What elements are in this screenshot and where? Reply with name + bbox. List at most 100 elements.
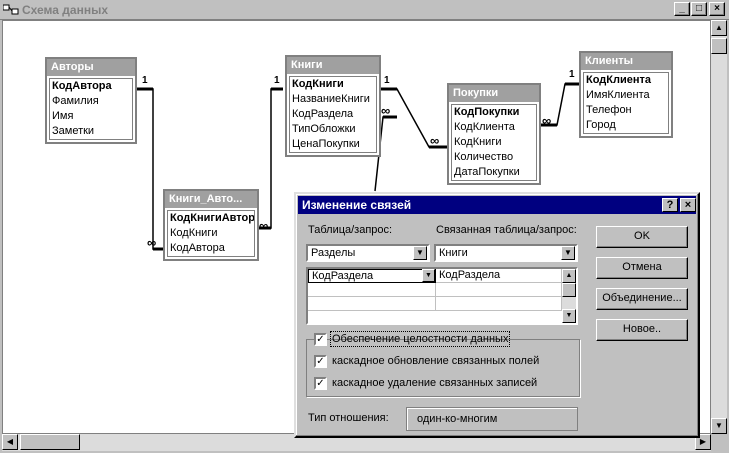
table-field[interactable]: Фамилия <box>52 95 99 107</box>
table-field[interactable]: НазваниеКниги <box>292 93 370 105</box>
field-left-cell[interactable]: КодРаздела ▼ <box>308 269 436 283</box>
window-titlebar[interactable]: Схема данных _ □ × <box>0 0 729 20</box>
relation-line-books-authors <box>259 88 283 229</box>
dropdown-arrow-icon[interactable]: ▼ <box>422 269 435 282</box>
relationships-icon <box>3 4 19 15</box>
table-field[interactable]: Количество <box>454 151 514 163</box>
horizontal-scrollbar[interactable]: ◀ ▶ <box>2 434 711 451</box>
window-title: Схема данных <box>22 3 108 17</box>
table-field[interactable]: КодАвтора <box>52 80 112 92</box>
table-field[interactable]: Имя <box>52 110 74 122</box>
table-purchases[interactable]: Покупки КодПокупки КодКлиента КодКниги К… <box>447 83 541 185</box>
field-right-cell[interactable]: КодРаздела <box>436 269 562 283</box>
cascade-delete-checkbox[interactable]: ✓ <box>314 377 327 390</box>
table-field[interactable]: КодРаздела <box>292 108 354 120</box>
cascade-update-checkbox[interactable]: ✓ <box>314 355 327 368</box>
cascade-delete-label[interactable]: каскадное удаление связанных записей <box>332 377 538 389</box>
table-title[interactable]: Книги <box>287 57 379 74</box>
integrity-group <box>306 339 580 397</box>
scroll-left-icon[interactable]: ◀ <box>2 434 18 450</box>
grid-empty-cell[interactable] <box>308 283 436 297</box>
table-clients[interactable]: Клиенты КодКлиента ИмяКлиента Телефон Го… <box>579 51 673 138</box>
table-select[interactable]: Разделы ▼ <box>306 244 430 262</box>
table-field[interactable]: ЦенаПокупки <box>292 138 360 150</box>
grid-empty-cell[interactable] <box>436 297 562 311</box>
table-field[interactable]: Город <box>586 119 616 131</box>
rel-one-marker: 1 <box>384 75 390 86</box>
vertical-scroll-thumb[interactable] <box>711 38 727 54</box>
maximize-button[interactable]: □ <box>691 2 707 16</box>
relationship-type-value: один-ко-многим <box>417 413 498 425</box>
dialog-title: Изменение связей <box>302 198 412 212</box>
create-new-button[interactable]: Новое.. <box>596 319 688 341</box>
grid-scroll-down-icon[interactable]: ▼ <box>562 309 576 323</box>
grid-empty-cell[interactable] <box>436 283 562 297</box>
relationship-type-label: Тип отношения: <box>308 412 389 424</box>
table-title[interactable]: Покупки <box>449 85 539 102</box>
table-books-authors[interactable]: Книги_Авто... КодКнигиАвтор КодКниги Код… <box>163 189 259 261</box>
table-field[interactable]: КодКлиента <box>454 121 515 133</box>
table-field[interactable]: ДатаПокупки <box>454 166 520 178</box>
table-field[interactable]: КодКлиента <box>586 74 652 86</box>
table-field[interactable]: КодКнигиАвтор <box>170 212 254 224</box>
table-title[interactable]: Клиенты <box>581 53 671 70</box>
table-field[interactable]: КодКниги <box>454 136 502 148</box>
rel-many-marker: ∞ <box>259 218 269 233</box>
help-button[interactable]: ? <box>662 198 678 212</box>
table-field[interactable]: КодАвтора <box>170 242 225 254</box>
dialog-titlebar[interactable]: Изменение связей <box>298 196 696 214</box>
horizontal-scroll-thumb[interactable] <box>20 434 80 450</box>
cancel-button[interactable]: Отмена <box>596 257 688 279</box>
related-table-select-value: Книги <box>439 247 468 259</box>
scroll-right-icon[interactable]: ▶ <box>695 434 711 450</box>
related-table-select[interactable]: Книги ▼ <box>434 244 578 262</box>
table-authors[interactable]: Авторы КодАвтора Фамилия Имя Заметки <box>45 57 137 144</box>
table-field[interactable]: КодКниги <box>170 227 218 239</box>
rel-one-marker: 1 <box>142 75 148 86</box>
table-field[interactable]: Телефон <box>586 104 632 116</box>
field-left-value: КодРаздела <box>312 270 374 282</box>
table-books[interactable]: Книги КодКниги НазваниеКниги КодРаздела … <box>285 55 381 157</box>
table-field[interactable]: Заметки <box>52 125 95 137</box>
rel-many-marker: ∞ <box>430 133 440 148</box>
table-field[interactable]: КодКниги <box>292 78 344 90</box>
close-button[interactable]: × <box>709 2 725 16</box>
integrity-label[interactable]: Обеспечение целостности данных <box>329 331 511 347</box>
field-right-value: КодРаздела <box>439 269 501 281</box>
table-select-value: Разделы <box>311 247 356 259</box>
table-title[interactable]: Книги_Авто... <box>165 191 257 208</box>
rel-many-marker: ∞ <box>381 103 391 118</box>
fields-grid[interactable]: КодРаздела ▼ КодРаздела ▲ ▼ <box>306 267 578 325</box>
vertical-scrollbar[interactable]: ▲ ▼ <box>711 20 727 434</box>
table-field[interactable]: ИмяКлиента <box>586 89 650 101</box>
rel-one-marker: 1 <box>569 69 575 80</box>
related-table-label: Связанная таблица/запрос: <box>436 224 577 236</box>
dropdown-arrow-icon[interactable]: ▼ <box>561 246 575 260</box>
rel-many-marker: ∞ <box>147 235 157 250</box>
join-type-button[interactable]: Объединение... <box>596 288 688 310</box>
ok-button[interactable]: OK <box>596 226 688 248</box>
grid-scroll-thumb[interactable] <box>562 283 576 297</box>
grid-empty-cell[interactable] <box>308 297 436 311</box>
table-label: Таблица/запрос: <box>308 224 393 236</box>
minimize-button[interactable]: _ <box>674 2 690 16</box>
dialog-close-button[interactable]: × <box>680 198 696 212</box>
edit-relationships-dialog: Изменение связей ? × Таблица/запрос: Свя… <box>294 192 700 438</box>
table-field[interactable]: ТипОбложки <box>292 123 356 135</box>
grid-scroll-up-icon[interactable]: ▲ <box>562 269 576 283</box>
dropdown-arrow-icon[interactable]: ▼ <box>413 246 427 260</box>
cascade-update-label[interactable]: каскадное обновление связанных полей <box>332 355 540 367</box>
relationship-type-value-box: один-ко-многим <box>406 407 578 431</box>
relation-line-authors <box>137 88 163 250</box>
rel-one-marker: 1 <box>274 75 280 86</box>
scroll-up-icon[interactable]: ▲ <box>711 20 727 36</box>
grid-scrollbar[interactable]: ▲ ▼ <box>562 269 576 323</box>
scroll-down-icon[interactable]: ▼ <box>711 418 727 434</box>
integrity-checkbox[interactable]: ✓ <box>314 333 327 346</box>
table-field[interactable]: КодПокупки <box>454 106 520 118</box>
scroll-corner <box>711 434 727 451</box>
rel-many-marker: ∞ <box>542 113 552 128</box>
table-title[interactable]: Авторы <box>47 59 135 76</box>
relationship-lines <box>137 82 581 251</box>
